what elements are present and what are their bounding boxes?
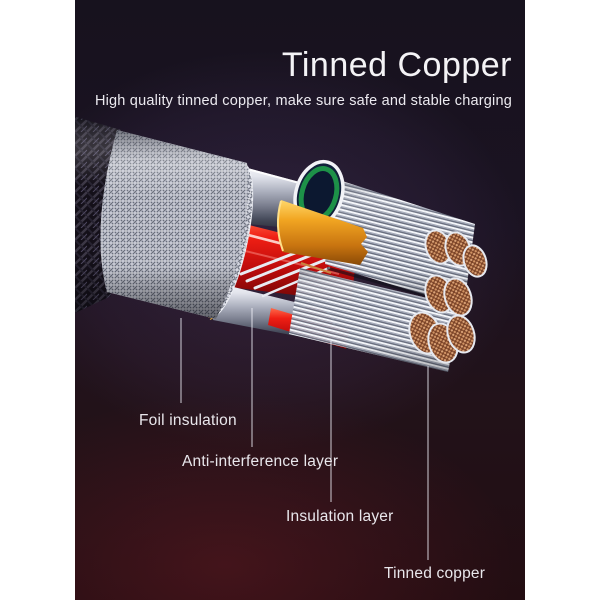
copper-strand-ends [408,229,488,364]
label-anti-interference-layer: Anti-interference layer [182,453,339,470]
cable-cutaway-illustration [75,50,525,600]
anti-interference-mesh [100,130,254,319]
callout-lines [180,308,429,560]
page-title: Tinned Copper [281,46,512,84]
cable [75,116,488,372]
label-insulation-layer: Insulation layer [286,508,394,525]
headline-block: Tinned Copper High quality tinned copper… [94,46,512,109]
dark-photo-panel: Tinned Copper High quality tinned copper… [75,0,525,600]
page-subtitle: High quality tinned copper, make sure sa… [94,92,512,109]
maroon-glow [75,395,515,600]
orange-wrap-layer [277,200,368,265]
label-foil-insulation: Foil insulation [139,412,237,429]
label-tinned-copper: Tinned copper [384,565,486,582]
